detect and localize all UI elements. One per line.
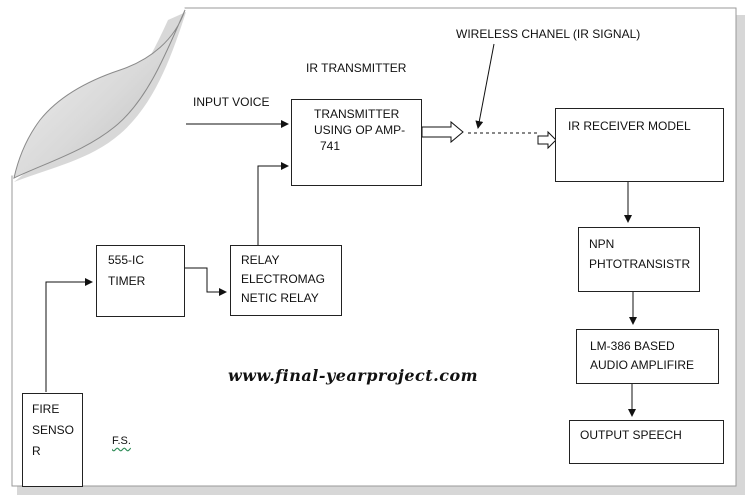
fire-sensor-line-3: R	[32, 444, 41, 458]
transmitter-block: TRANSMITTER USING OP AMP- 741	[291, 99, 422, 186]
npn-line-2: PHTOTRANSISTR	[589, 257, 691, 271]
ir-transmitter-label: IR TRANSMITTER	[306, 61, 407, 75]
timer-line-2: TIMER	[108, 274, 146, 288]
ir-receiver-block: IR RECEIVER MODEL	[555, 108, 724, 182]
relay-line-3: NETIC RELAY	[241, 291, 319, 305]
relay-line-1: RELAY	[241, 253, 280, 267]
ir-receiver-line-1: IR RECEIVER MODEL	[568, 119, 691, 133]
transmitter-line-3: 741	[320, 139, 341, 153]
fire-sensor-line-2: SENSO	[32, 423, 75, 437]
transmitter-line-2: USING OP AMP-	[314, 123, 406, 137]
lm386-line-1: LM-386 BASED	[590, 339, 675, 353]
input-voice-label: INPUT VOICE	[193, 95, 270, 109]
page-curl	[13, 9, 186, 179]
timer-line-1: 555-IC	[108, 253, 145, 267]
npn-line-1: NPN	[589, 237, 615, 251]
lm386-block: LM-386 BASED AUDIO AMPLIFIRE	[576, 329, 719, 384]
website-watermark: www.final-yearproject.com	[228, 366, 479, 385]
relay-block: RELAY ELECTROMAG NETIC RELAY	[230, 245, 342, 316]
transmitter-line-1: TRANSMITTER	[314, 107, 400, 121]
output-line-1: OUTPUT SPEECH	[580, 428, 682, 442]
connectors	[45, 43, 637, 417]
output-speech-block: OUTPUT SPEECH	[569, 420, 724, 464]
fire-sensor-line-1: FIRE	[32, 402, 60, 416]
lm386-line-2: AUDIO AMPLIFIRE	[590, 358, 695, 372]
receive-block-arrow	[537, 130, 557, 150]
fs-label: F.S.	[112, 435, 131, 447]
wireless-channel-label: WIRELESS CHANEL (IR SIGNAL)	[456, 27, 641, 41]
relay-line-2: ELECTROMAG	[241, 272, 326, 286]
fire-sensor-block: FIRE SENSO R	[22, 393, 83, 487]
npn-block: NPN PHTOTRANSISTR	[578, 227, 700, 292]
transmit-block-arrow	[421, 120, 464, 144]
timer-block: 555-IC TIMER	[96, 245, 185, 317]
